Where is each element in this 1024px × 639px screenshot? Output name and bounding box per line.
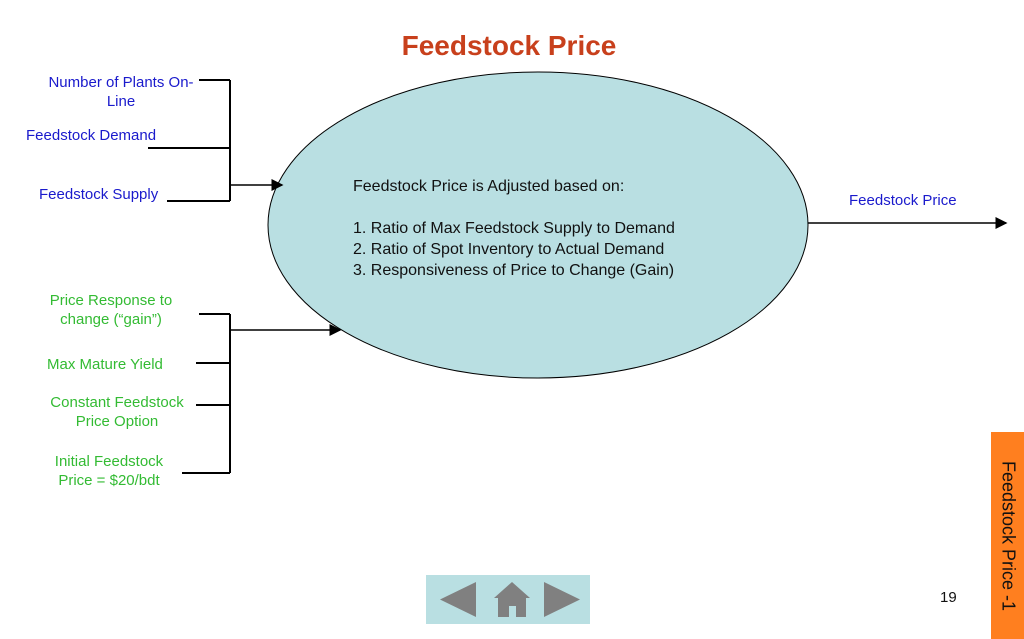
input-feedstock-supply: Feedstock Supply	[39, 186, 159, 203]
process-item: 2. Ratio of Spot Inventory to Actual Dem…	[353, 241, 665, 258]
slide-title: Feedstock Price	[401, 30, 617, 61]
input-feedstock-demand: Feedstock Demand	[26, 127, 157, 144]
triangle-right-icon[interactable]	[540, 579, 584, 620]
house-icon[interactable]	[492, 579, 534, 620]
process-heading: Feedstock Price is Adjusted based on:	[353, 178, 625, 195]
input-max-mature-yield: Max Mature Yield	[47, 356, 163, 373]
input-number-of-plants: Number of Plants On- Line	[48, 74, 194, 110]
input-price-response: Price Response to change (“gain”)	[49, 292, 173, 328]
output-feedstock-price: Feedstock Price	[849, 192, 957, 209]
input-initial-feedstock-price: Initial Feedstock Price = $20/bdt	[54, 453, 164, 489]
process-item: 3. Responsiveness of Price to Change (Ga…	[353, 262, 675, 279]
side-tab: Feedstock Price -1	[991, 432, 1024, 639]
triangle-left-icon[interactable]	[434, 579, 478, 620]
side-tab-label: Feedstock Price -1	[998, 460, 1018, 611]
process-ellipse	[267, 71, 809, 379]
bottom-input-bracket	[182, 313, 342, 474]
top-input-bracket	[148, 79, 284, 202]
page-number: 19	[940, 589, 957, 606]
nav-bar	[426, 575, 590, 624]
process-description: Feedstock Price is Adjusted based on: 1.…	[353, 176, 675, 281]
process-item: 1. Ratio of Max Feedstock Supply to Dema…	[353, 220, 675, 237]
input-constant-feedstock-price: Constant Feedstock Price Option	[50, 394, 184, 430]
